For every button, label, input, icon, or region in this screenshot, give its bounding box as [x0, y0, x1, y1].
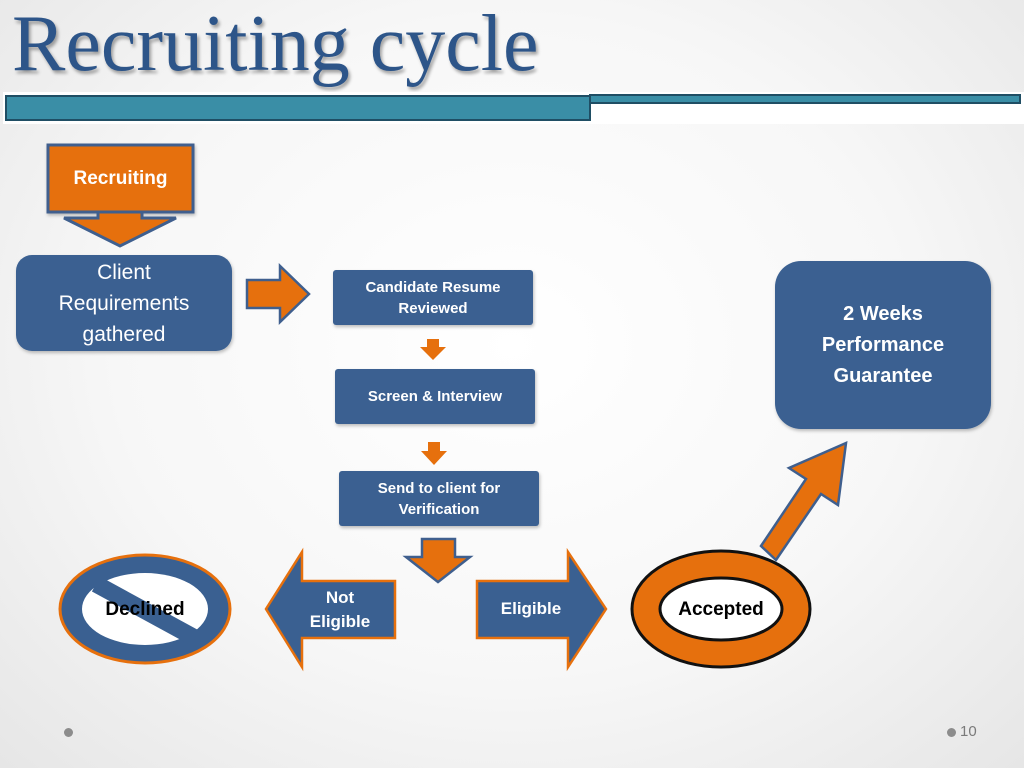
eligible-arrow [475, 547, 608, 672]
recruiting-down-arrow [63, 210, 177, 248]
title-divider [3, 92, 1024, 124]
declined-label: Declined [105, 599, 185, 620]
screen-interview-label: Screen & Interview [367, 388, 503, 405]
client-requirements-box [16, 255, 232, 351]
guarantee-box [775, 261, 991, 429]
eligible-label: Eligible [500, 599, 562, 618]
not-eligible-arrow [264, 547, 397, 672]
diagonal-up-arrow-icon [759, 440, 848, 562]
declined-no-symbol-icon [58, 553, 232, 665]
page-number: 10 [960, 723, 977, 740]
send-to-client-label: Send to client for Verification [377, 479, 501, 518]
down-arrow-icon [402, 537, 474, 584]
guarantee-label: 2 Weeks Performance Guarantee [821, 302, 945, 387]
not-eligible-label: Not Eligible [309, 588, 371, 631]
resume-reviewed-label: Candidate Resume Reviewed [365, 278, 501, 317]
down-arrow-icon [421, 442, 447, 465]
accepted-ring-icon [630, 549, 812, 669]
client-requirements-label: Client Requirements gathered [58, 260, 190, 346]
send-to-client-box [339, 471, 539, 526]
recruiting-box [46, 143, 195, 214]
slide-title: Recruiting cycle [12, 0, 539, 88]
resume-reviewed-box [333, 270, 533, 325]
screen-interview-box [335, 369, 535, 424]
down-arrow-icon [420, 339, 446, 360]
right-arrow-icon [245, 263, 311, 325]
footer-left-dot [64, 728, 73, 737]
recruiting-label: Recruiting [73, 167, 168, 189]
footer-right-dot [947, 728, 956, 737]
accepted-label: Accepted [678, 599, 764, 620]
